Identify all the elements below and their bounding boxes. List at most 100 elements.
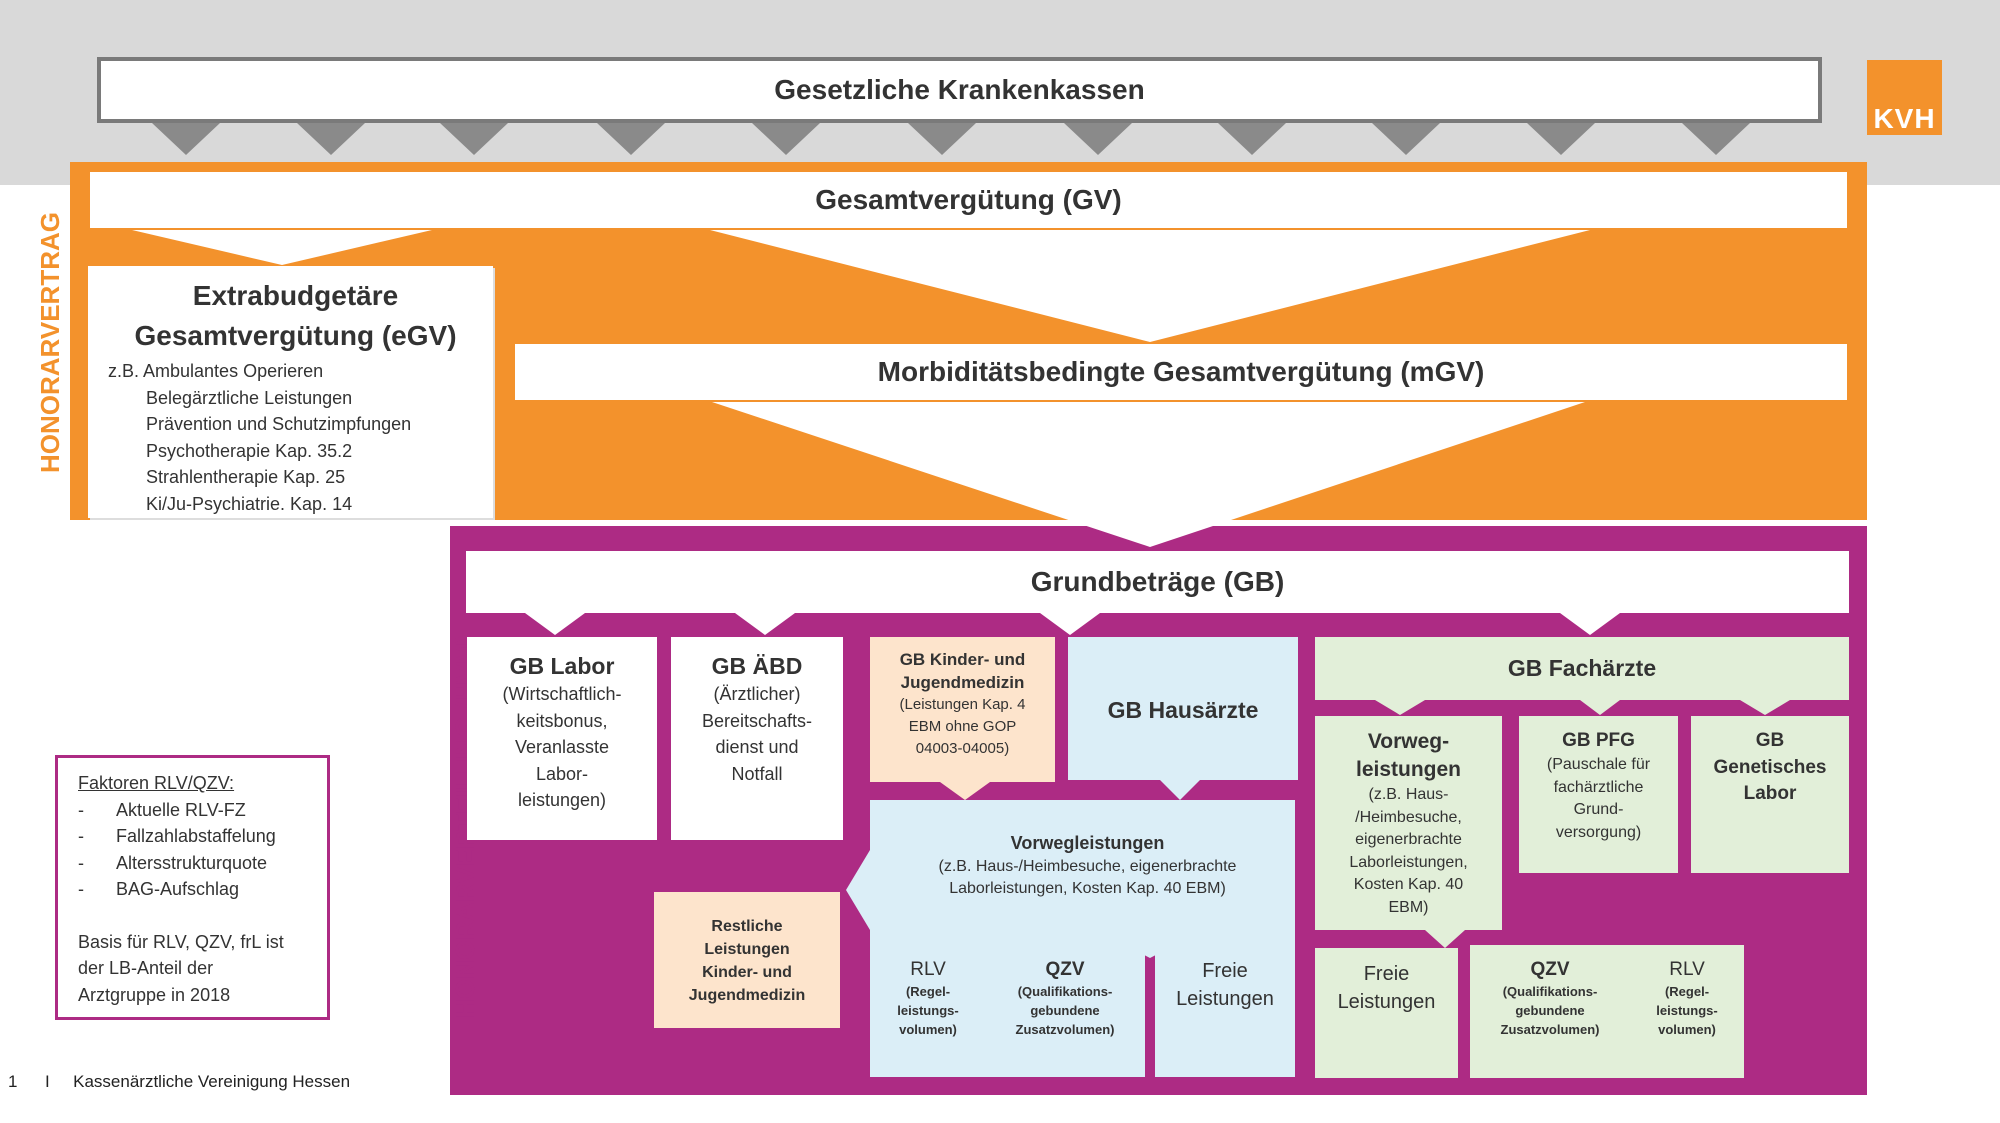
- gv-to-egv-arrow: [132, 230, 432, 265]
- vorweg-ha-shape: [846, 800, 1295, 958]
- restliche-box: Restliche Leistungen Kinder- und Jugendm…: [654, 892, 840, 1028]
- faktoren-note-line: der LB-Anteil der: [78, 958, 214, 978]
- gb-genetisch-line2: Genetisches: [1713, 756, 1827, 778]
- vorweg-ha-line: (z.B. Haus-/Heimbesuche, eigenerbrachte: [938, 858, 1237, 875]
- footer-page: 1: [8, 1072, 18, 1091]
- fa-freie-box: Freie Leistungen: [1315, 948, 1458, 1078]
- vorweg-fa-box: Vorweg- leistungen (z.B. Haus- /Heimbesu…: [1315, 728, 1502, 919]
- ha-qzv-line: (Qualifikations-: [1017, 984, 1113, 999]
- gb-labor-line: keitsbonus,: [516, 710, 608, 731]
- vorweg-ha-box: Vorwegleistungen (z.B. Haus-/Heimbesuche…: [880, 830, 1295, 900]
- ha-rlv-line: leistungs-: [897, 1003, 959, 1018]
- faktoren-note-line: Basis für RLV, QZV, frL ist: [78, 931, 284, 952]
- gb-abd-box: GB ÄBD (Ärztlicher) Bereitschafts- diens…: [671, 637, 843, 840]
- vorweg-fa-line: /Heimbesuche,: [1355, 808, 1462, 826]
- gb-kinder-title-line2: Jugendmedizin: [900, 673, 1025, 692]
- krankenkassen-box: Gesetzliche Krankenkassen: [97, 57, 1822, 123]
- gb-labor-box: GB Labor (Wirtschaftlich- keitsbonus, Ve…: [467, 637, 657, 840]
- fa-rlv-line: volumen): [1658, 1022, 1716, 1037]
- logo-text: KVH: [1873, 103, 1936, 134]
- egv-intro: z.B. Ambulantes Operieren: [108, 361, 324, 381]
- fa-freie-line1: Freie: [1363, 963, 1410, 985]
- gb-labor-title: GB Labor: [509, 653, 615, 679]
- mgv-title: Morbiditätsbedingte Gesamtvergütung (mGV…: [877, 356, 1485, 387]
- gv-box: Gesamtvergütung (GV): [90, 172, 1847, 228]
- gb-kinder-title-line1: GB Kinder- und: [899, 650, 1026, 669]
- krankenkassen-arrows: [152, 123, 1750, 155]
- fa-qzv: QZV (Qualifikations- gebundene Zusatzvol…: [1475, 958, 1625, 1039]
- gb-banner-shape: [466, 551, 1849, 635]
- gb-pfg-box: GB PFG (Pauschale für fachärztliche Grun…: [1519, 716, 1678, 873]
- restliche-line: Jugendmedizin: [688, 987, 806, 1004]
- faktoren-item: Altersstrukturquote: [78, 850, 327, 877]
- mgv-box: Morbiditätsbedingte Gesamtvergütung (mGV…: [515, 344, 1847, 400]
- ha-freie-box: Freie Leistungen: [1155, 945, 1295, 1077]
- ha-rlv-line: (Regel-: [905, 984, 951, 999]
- gb-abd-line: dienst und: [715, 737, 799, 757]
- gb-fachaerzte-title: GB Fachärzte: [1507, 655, 1657, 681]
- fa-rlv-line: leistungs-: [1656, 1003, 1718, 1018]
- vorweg-fa-title-line1: Vorweg-: [1367, 730, 1450, 753]
- vorweg-fa-line: eigenerbrachte: [1355, 831, 1462, 848]
- vorweg-fa-line: Kosten Kap. 40: [1353, 876, 1464, 893]
- faktoren-item: Fallzahlabstaffelung: [78, 823, 327, 850]
- ha-freie-line2: Leistungen: [1176, 988, 1274, 1010]
- gb-abd-line: Bereitschafts-: [701, 710, 813, 731]
- egv-item: Ki/Ju-Psychiatrie. Kap. 14: [146, 493, 353, 514]
- krankenkassen-title: Gesetzliche Krankenkassen: [774, 74, 1145, 105]
- vorweg-fa-line: Laborleistungen,: [1349, 853, 1468, 871]
- vorweg-fa-shape: [1315, 716, 1502, 948]
- hausaerzte-shape: [1068, 637, 1298, 800]
- ha-qzv-line: Zusatzvolumen): [1015, 1022, 1115, 1037]
- ha-rlv-line: volumen): [899, 1022, 957, 1037]
- ha-qzv-line: gebundene: [1030, 1003, 1100, 1018]
- footer-separator: I: [44, 1072, 50, 1091]
- fa-rlv-line: (Regel-: [1664, 984, 1710, 999]
- gv-title: Gesamtvergütung (GV): [815, 184, 1122, 215]
- fa-qzv-line: (Qualifikations-: [1502, 984, 1598, 999]
- gb-fachaerzte-box: GB Fachärzte: [1315, 637, 1849, 700]
- vorweg-fa-title-line2: leistungen: [1355, 758, 1461, 781]
- gb-abd-title: GB ÄBD: [711, 653, 803, 679]
- faktoren-box: Faktoren RLV/QZV: Aktuelle RLV-FZ Fallza…: [55, 755, 330, 1020]
- gb-labor-line: Labor-: [535, 763, 589, 784]
- fa-freie-line2: Leistungen: [1337, 991, 1436, 1013]
- ha-qzv: QZV (Qualifikations- gebundene Zusatzvol…: [995, 958, 1135, 1039]
- gb-kinder-line: 04003-04005): [915, 740, 1010, 757]
- egv-title-line1: Extrabudgetäre: [192, 280, 399, 311]
- kinder-shape: [870, 637, 1055, 800]
- egv-title-line2: Gesamtvergütung (eGV): [134, 320, 457, 351]
- ha-qzv-title: QZV: [1045, 959, 1085, 980]
- gb-abd-line: Notfall: [731, 763, 783, 784]
- fa-qzv-line: Zusatzvolumen): [1500, 1022, 1600, 1037]
- egv-item: Strahlentherapie Kap. 25: [146, 467, 346, 487]
- ha-rlv-title: RLV: [910, 959, 946, 980]
- fa-rlv: RLV (Regel- leistungs- volumen): [1632, 958, 1742, 1039]
- gb-kinder-box: GB Kinder- und Jugendmedizin (Leistungen…: [870, 648, 1055, 760]
- gv-to-mgv-arrow: [710, 230, 1590, 342]
- gb-genetisch-line1: GB: [1755, 730, 1785, 751]
- egv-item: Psychotherapie Kap. 35.2: [146, 440, 353, 461]
- gb-box: Grundbeträge (GB): [466, 551, 1849, 613]
- faktoren-item: BAG-Aufschlag: [78, 876, 327, 903]
- egv-item: Prävention und Schutzimpfungen: [146, 414, 412, 434]
- mgv-to-gb-arrow: [712, 402, 1585, 547]
- fachaerzte-shape: [1315, 637, 1849, 715]
- fa-rlv-title: RLV: [1669, 959, 1705, 980]
- gb-pfg-line: (Pauschale für: [1546, 756, 1651, 773]
- faktoren-note-line: Arztgruppe in 2018: [78, 984, 231, 1005]
- faktoren-title: Faktoren RLV/QZV:: [78, 773, 235, 793]
- kvh-logo: KVH: [1867, 60, 1942, 135]
- faktoren-item: Aktuelle RLV-FZ: [78, 797, 327, 824]
- gb-labor-line: leistungen): [517, 790, 607, 810]
- vorweg-fa-line: EBM): [1388, 898, 1429, 916]
- gb-labor-line: Veranlasste: [514, 737, 610, 757]
- gb-labor-line: (Wirtschaftlich-: [502, 684, 622, 704]
- ha-rlv: RLV (Regel- leistungs- volumen): [872, 958, 984, 1039]
- fa-qzv-line: gebundene: [1515, 1003, 1585, 1018]
- gb-hausaerzte-title: GB Hausärzte: [1107, 697, 1259, 723]
- restliche-line: Restliche: [711, 918, 783, 935]
- gb-genetisch-box: GB Genetisches Labor: [1691, 716, 1849, 873]
- gb-abd-line: (Ärztlicher): [713, 684, 801, 704]
- vorweg-fa-line: (z.B. Haus-: [1368, 786, 1449, 803]
